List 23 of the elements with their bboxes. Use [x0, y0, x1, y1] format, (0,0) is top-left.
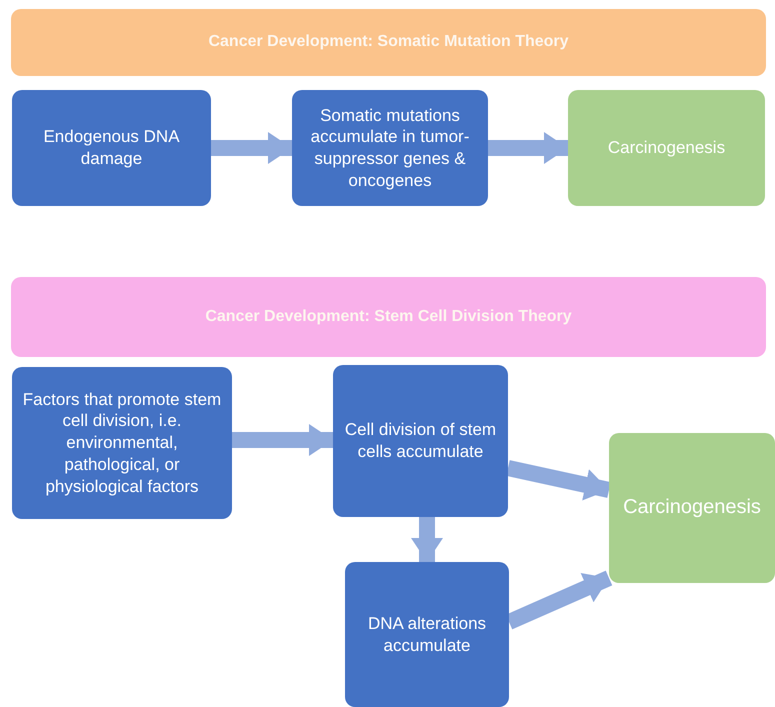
process-box — [333, 365, 508, 517]
block-arrow — [411, 517, 443, 562]
block-arrow — [232, 424, 333, 456]
box-text: Endogenous DNA damage — [42, 126, 181, 170]
process-box — [12, 90, 211, 206]
outcome-box — [568, 90, 765, 206]
process-box — [292, 90, 488, 206]
banner-title: Cancer Development: Somatic Mutation Theory — [208, 32, 569, 52]
banner-title: Cancer Development: Stem Cell Division Theory — [205, 306, 572, 327]
box-text: Somatic mutations accumulate in tumor-suppressor genes & oncogenes — [310, 104, 470, 192]
box-text: DNA alterations accumulate — [366, 612, 488, 656]
block-arrow — [211, 132, 292, 164]
outcome-box — [609, 433, 775, 583]
block-arrow — [488, 132, 568, 164]
title-banner — [11, 9, 766, 76]
process-box — [345, 562, 509, 707]
box-text: Cell division of stem cells accumulate — [344, 419, 498, 463]
box-text: Factors that promote stem cell division, i.e. environmental, pathological, or physiological factors — [22, 388, 222, 498]
block-arrow — [506, 460, 611, 501]
box-text: Carcinogenesis — [623, 495, 761, 520]
process-box — [12, 367, 232, 519]
box-text: Carcinogenesis — [608, 137, 726, 159]
title-banner — [11, 277, 766, 357]
